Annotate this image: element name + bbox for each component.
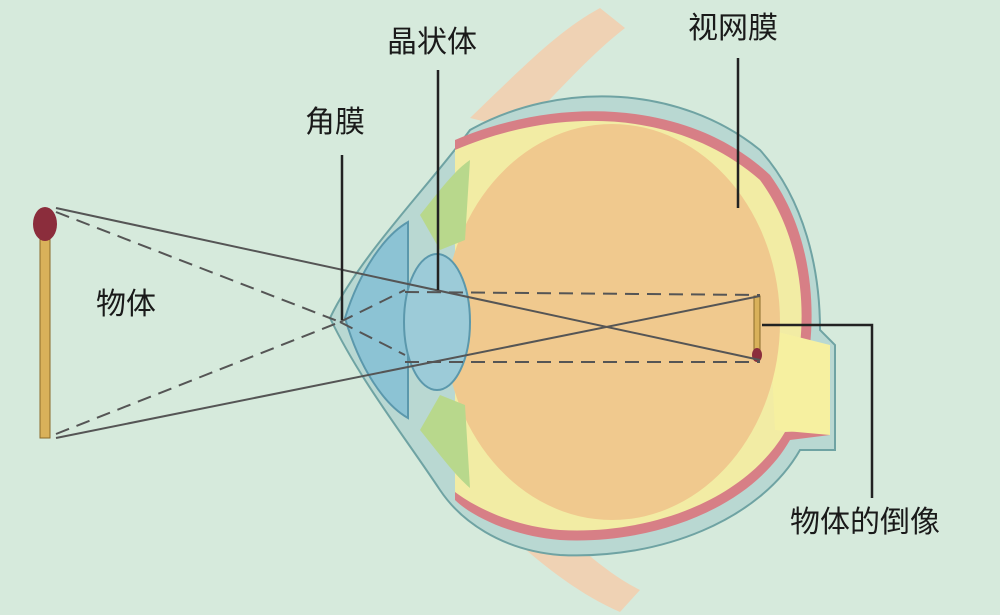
optic-nerve (770, 330, 830, 435)
label-cornea: 角膜 (305, 105, 365, 140)
dashed-ray-3 (339, 289, 406, 323)
label-object: 物体 (96, 287, 156, 322)
inverted-image-stick (753, 295, 761, 353)
ray-solid-top-object (55, 207, 761, 361)
dashed-ray-1 (55, 211, 341, 323)
label-lens: 晶状体 (387, 25, 477, 60)
cornea (343, 220, 409, 420)
dashed-ray-2 (55, 321, 341, 435)
label-inverted-image: 物体的倒像 (790, 505, 940, 540)
label-retina: 视网膜 (688, 11, 778, 46)
match-stick-object (39, 231, 51, 439)
dashed-ray-5 (404, 291, 761, 296)
vitreous-body (444, 124, 780, 520)
ciliary-body-lower (420, 395, 470, 488)
label-leaders (340, 58, 874, 498)
dashed-rays (55, 211, 761, 435)
match-head (33, 207, 57, 241)
ray-solid-bottom-object (55, 295, 761, 439)
dashed-ray-4 (339, 321, 406, 356)
leader-inverted-image (762, 323, 874, 498)
upper-eye-muscle (470, 8, 625, 130)
ciliary-body-upper (420, 160, 470, 250)
